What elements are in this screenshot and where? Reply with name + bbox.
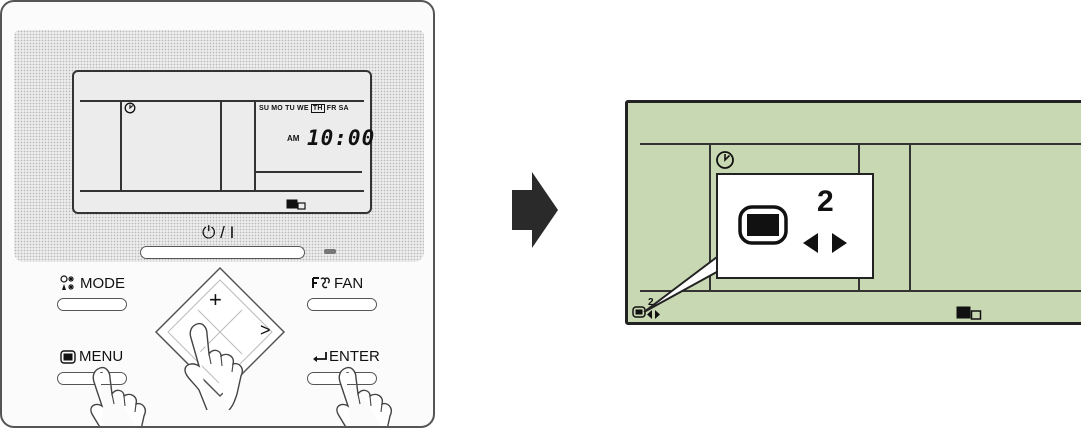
day-we: WE bbox=[297, 105, 309, 112]
day-su: SU bbox=[259, 105, 269, 112]
am-pm-indicator: AM bbox=[287, 134, 299, 143]
lcd-top-divider bbox=[80, 100, 364, 102]
right-button[interactable]: > bbox=[260, 320, 271, 341]
day-sa: SA bbox=[339, 105, 349, 112]
menu-icon bbox=[60, 350, 76, 364]
hand-pointer-icon bbox=[177, 320, 257, 410]
lcd-divider-3 bbox=[254, 100, 256, 190]
weekday-row: SU MO TU WE TH FR SA bbox=[259, 105, 349, 112]
menu-page-number: 2 bbox=[817, 185, 834, 219]
menu-icon bbox=[738, 205, 788, 245]
arrow-right-icon bbox=[512, 172, 558, 248]
lcd-bottom-divider bbox=[80, 190, 364, 192]
fan-button[interactable] bbox=[307, 298, 377, 311]
mode-label: MODE bbox=[80, 275, 125, 292]
day-mo: MO bbox=[271, 105, 283, 112]
lcd-divider-1 bbox=[120, 100, 122, 190]
hand-pointer-icon bbox=[336, 364, 416, 428]
indoor-unit-icon bbox=[286, 199, 306, 210]
timer-icon bbox=[124, 102, 136, 114]
mode-icon bbox=[60, 275, 76, 291]
enter-label: ENTER bbox=[329, 348, 380, 365]
fan-label: FAN bbox=[334, 275, 363, 292]
remote-controller: SU MO TU WE TH FR SA AM 10:00 ⏻ / I MODE… bbox=[0, 0, 435, 428]
left-right-arrows-icon bbox=[803, 232, 847, 254]
clock-time: 10:00 bbox=[307, 126, 375, 150]
indoor-unit-icon bbox=[956, 306, 982, 320]
enter-icon bbox=[312, 351, 328, 363]
callout-magnified: 2 bbox=[716, 173, 874, 279]
day-fr: FR bbox=[327, 105, 337, 112]
operation-led bbox=[324, 249, 336, 254]
power-label: ⏻ / I bbox=[202, 223, 234, 243]
hand-pointer-icon bbox=[90, 364, 170, 428]
menu-label: MENU bbox=[79, 348, 123, 365]
zoom-divider-3 bbox=[909, 145, 911, 290]
lcd-clock-divider bbox=[256, 171, 362, 173]
fan-icon bbox=[312, 276, 332, 290]
power-button[interactable] bbox=[140, 246, 305, 259]
zoom-top-divider bbox=[640, 143, 1081, 145]
day-th-highlighted: TH bbox=[311, 104, 325, 113]
lcd-divider-2 bbox=[220, 100, 222, 190]
plus-button[interactable]: + bbox=[209, 287, 222, 313]
day-tu: TU bbox=[285, 105, 295, 112]
timer-icon bbox=[715, 150, 735, 170]
mode-button[interactable] bbox=[57, 298, 127, 311]
remote-lcd-display: SU MO TU WE TH FR SA AM 10:00 bbox=[72, 70, 372, 214]
